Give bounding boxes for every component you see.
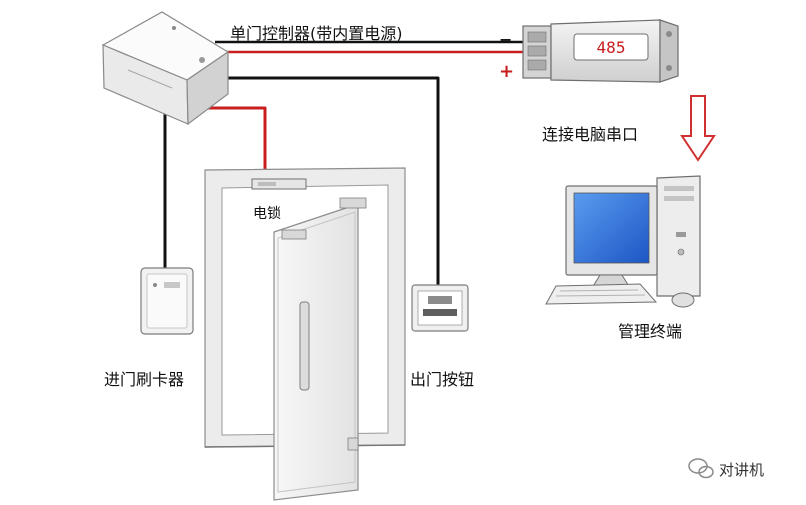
electric-lock	[251, 178, 307, 190]
watermark-label: 对讲机	[719, 461, 764, 479]
controller-label: 单门控制器(带内置电源)	[230, 24, 403, 43]
exit-button	[411, 284, 469, 332]
monitor-screen	[573, 192, 650, 264]
card-reader	[140, 267, 194, 335]
serial-link-label: 连接电脑串口	[542, 125, 638, 144]
minus-terminal-label: −	[499, 30, 512, 49]
wechat-chat-icon	[688, 458, 714, 479]
wire-controller-to-exit-button	[218, 76, 440, 288]
door-leaf	[273, 197, 367, 501]
door-floor-pivot	[347, 437, 359, 451]
wire-controller-to-lock	[200, 106, 267, 178]
plus-terminal-label: +	[499, 61, 514, 82]
door-hinge-top	[281, 229, 307, 240]
rs485-adapter	[522, 19, 679, 83]
door-handle	[299, 301, 310, 391]
management-computer	[545, 175, 701, 308]
down-arrow-icon	[680, 95, 716, 162]
terminal-label: 管理终端	[618, 322, 682, 341]
door-closer	[339, 197, 367, 209]
card-reader-label: 进门刷卡器	[104, 370, 184, 389]
adapter-display-label: 485	[597, 38, 626, 57]
controller-box	[101, 11, 230, 126]
exit-button-label: 出门按钮	[410, 370, 474, 389]
electric-lock-label: 电锁	[253, 206, 281, 222]
computer-mouse	[671, 292, 695, 308]
